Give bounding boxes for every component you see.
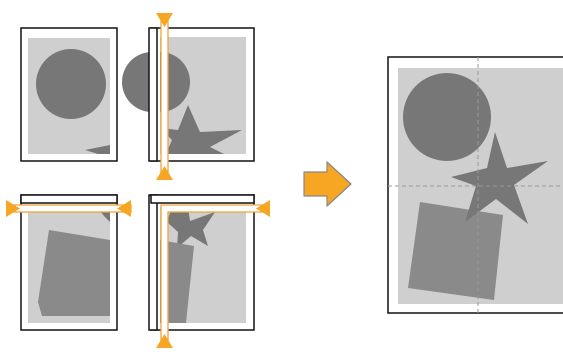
tile-top-right-overlap-edge [149, 28, 157, 161]
tile-top-right [122, 13, 254, 180]
right-arrow-icon [304, 162, 351, 206]
trim-marker-icon [117, 200, 131, 217]
horizontal-trim-guide-left [13, 205, 131, 212]
tile-top-left-circle-shape [36, 49, 106, 119]
tile-bottom-left [6, 195, 131, 330]
tile-bottom-right-overlap-top [151, 195, 254, 203]
tile-bottom-right-overlap-left [149, 195, 157, 330]
merge-arrow [304, 162, 351, 206]
tile-bottom-left-overlap-edge [21, 195, 117, 203]
trim-marker-icon [156, 166, 173, 180]
vertical-trim-guide-top [161, 20, 168, 175]
tile-bottom-left-square-shape [38, 230, 110, 316]
trim-marker-icon [6, 200, 20, 217]
trim-marker-icon [256, 200, 270, 217]
tile-top-left [21, 28, 117, 161]
merged-poster [388, 57, 563, 313]
merged-poster-square-shape [408, 202, 503, 300]
tile-bottom-right [149, 195, 270, 348]
trim-marker-icon [156, 13, 173, 27]
trim-marker-icon [156, 334, 173, 348]
